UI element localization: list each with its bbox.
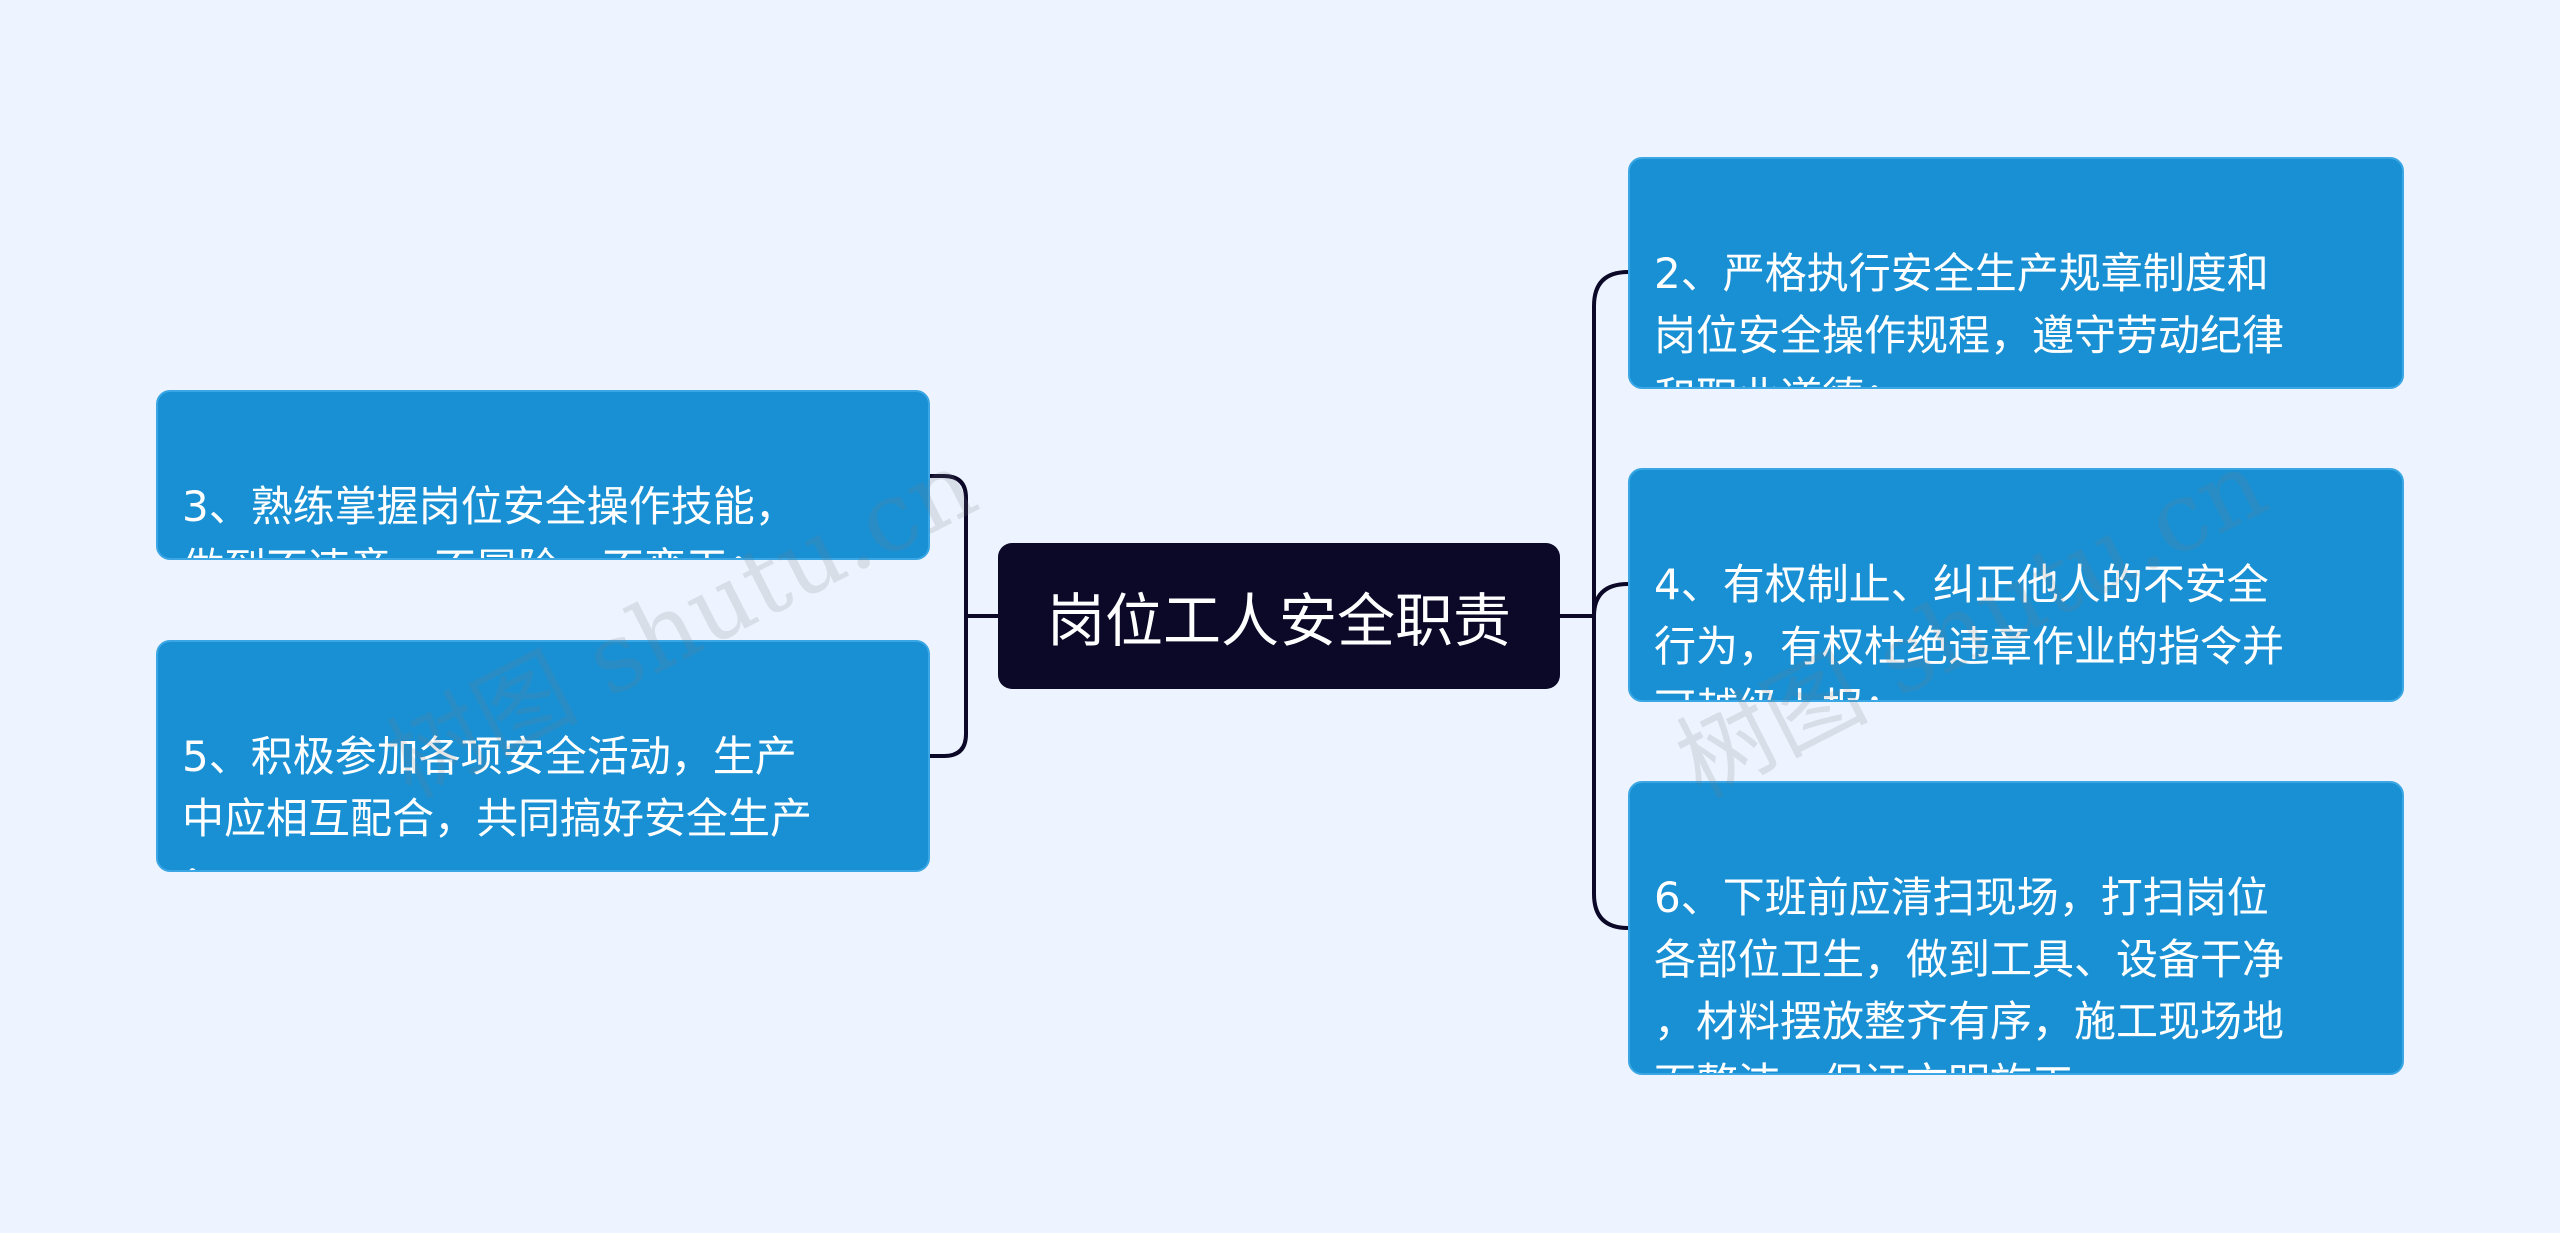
branch-node-2-text: 2、严格执行安全生产规章制度和 岗位安全操作规程，遵守劳动纪律 和职业道德； — [1654, 249, 2285, 387]
branch-node-4-text: 4、有权制止、纠正他人的不安全 行为，有权杜绝违章作业的指令并 可越级上报； — [1654, 560, 2285, 700]
central-topic[interactable]: 岗位工人安全职责 — [998, 543, 1560, 689]
branch-node-6-text: 6、下班前应清扫现场，打扫岗位 各部位卫生，做到工具、设备干净 ，材料摆放整齐有… — [1654, 873, 2285, 1073]
connector-left-bracket — [930, 474, 968, 758]
branch-node-5-text: 5、积极参加各项安全活动，生产 中应相互配合，共同搞好安全生产 ； — [182, 732, 813, 870]
branch-node-4[interactable]: 4、有权制止、纠正他人的不安全 行为，有权杜绝违章作业的指令并 可越级上报； — [1628, 468, 2404, 702]
connector-right-bottom — [1592, 616, 1629, 930]
branch-node-3[interactable]: 3、熟练掌握岗位安全操作技能， 做到不违章、不冒险、不蛮干； — [156, 390, 930, 560]
connector-right-mid — [1592, 582, 1629, 617]
central-topic-label: 岗位工人安全职责 — [1046, 587, 1511, 655]
branch-node-2[interactable]: 2、严格执行安全生产规章制度和 岗位安全操作规程，遵守劳动纪律 和职业道德； — [1628, 157, 2404, 389]
connector-right-top — [1592, 270, 1629, 616]
branch-node-5[interactable]: 5、积极参加各项安全活动，生产 中应相互配合，共同搞好安全生产 ； — [156, 640, 930, 872]
branch-node-6[interactable]: 6、下班前应清扫现场，打扫岗位 各部位卫生，做到工具、设备干净 ，材料摆放整齐有… — [1628, 781, 2404, 1075]
branch-node-3-text: 3、熟练掌握岗位安全操作技能， 做到不违章、不冒险、不蛮干； — [182, 482, 797, 558]
